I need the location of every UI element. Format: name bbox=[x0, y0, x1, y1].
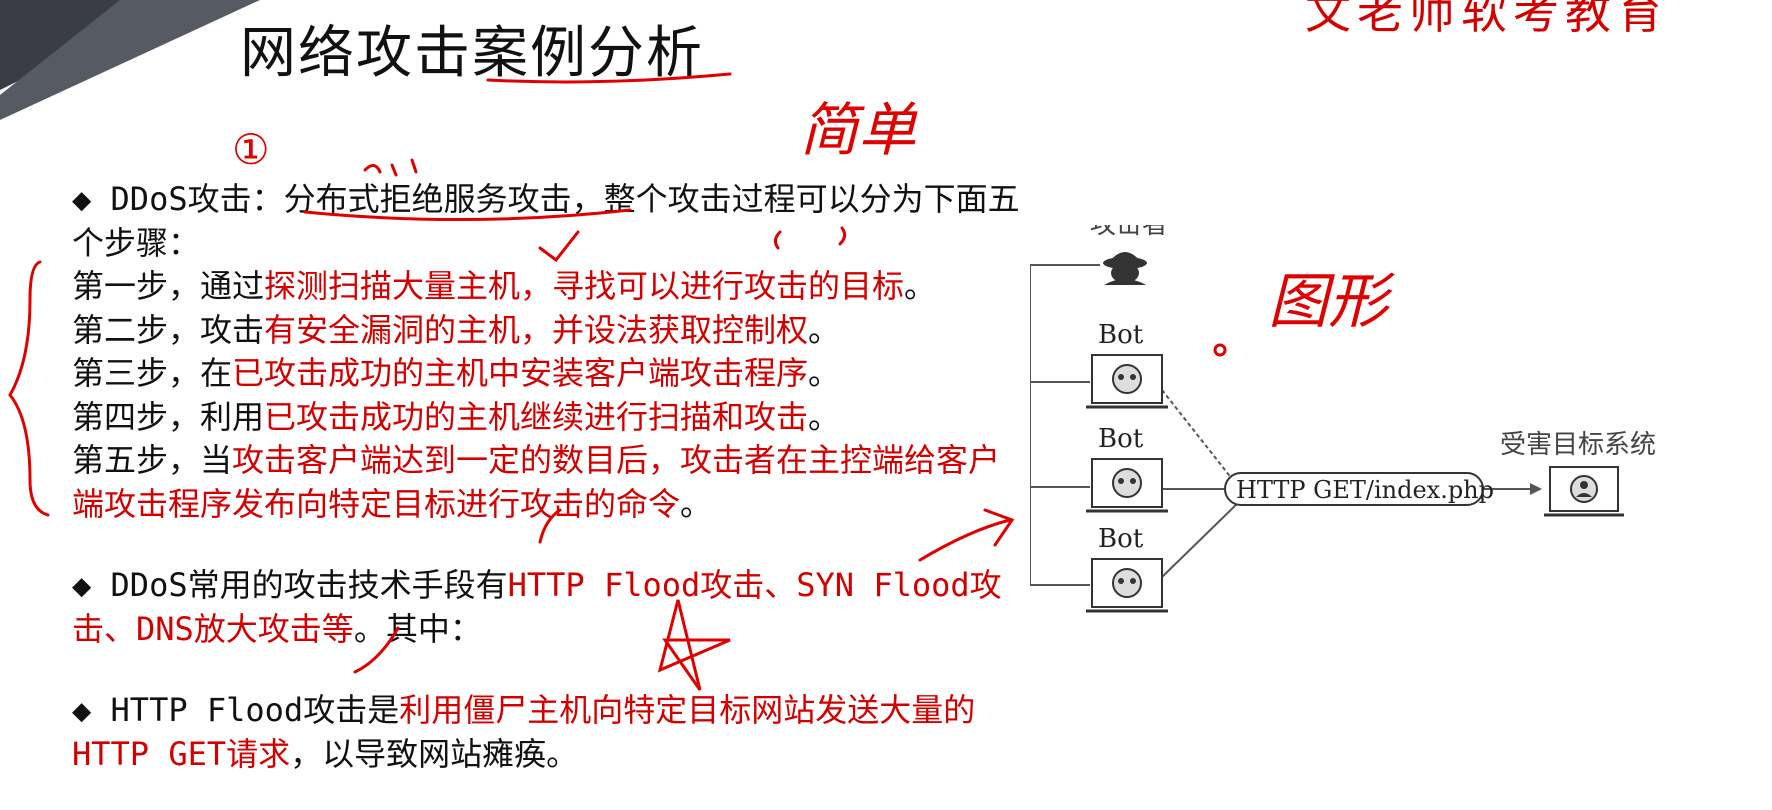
ddos-intro: ◆ DDoS攻击：分布式拒绝服务攻击，整个攻击过程可以分为下面五个步骤： bbox=[72, 180, 1020, 262]
request-pill bbox=[1224, 472, 1484, 506]
bot-computer-icon bbox=[1086, 458, 1168, 513]
page-title: 网络攻击案例分析 bbox=[240, 21, 704, 86]
lecture-content: ◆ DDoS攻击：分布式拒绝服务攻击，整个攻击过程可以分为下面五个步骤： 第一步… bbox=[72, 178, 1032, 776]
target-server-icon bbox=[1544, 466, 1624, 517]
attacker-icon bbox=[1103, 252, 1147, 285]
ddos-diagram: 攻击者 Bot Bot Bot HTTP GET/index.php 受害目标系… bbox=[1030, 225, 1656, 613]
steps-brace bbox=[8, 260, 50, 517]
http-flood-definition: ◆ HTTP Flood攻击是利用僵尸主机向特定目标网站发送大量的HTTP GE… bbox=[72, 691, 976, 773]
target-label: 受害目标系统 bbox=[1500, 430, 1656, 460]
ddos-term: 分布式拒绝服务攻击 bbox=[283, 180, 572, 218]
ddos-techniques: ◆ DDoS常用的攻击技术手段有HTTP Flood攻击、SYN Flood攻击… bbox=[72, 566, 1002, 648]
brand-watermark: 文老师软考教育 bbox=[1305, 0, 1669, 39]
step-1: 第一步，通过探测扫描大量主机，寻找可以进行攻击的目标。 bbox=[72, 267, 937, 305]
step-3: 第三步，在已攻击成功的主机中安装客户端攻击程序。 bbox=[72, 354, 841, 392]
bot-label: Bot bbox=[1098, 424, 1144, 454]
bot-label: Bot bbox=[1098, 524, 1144, 554]
request-label: HTTP GET/index.php bbox=[1236, 476, 1494, 504]
bot-computer-icon bbox=[1086, 558, 1168, 613]
bot-computer-icon bbox=[1086, 354, 1168, 409]
step-5: 第五步，当攻击客户端达到一定的数目后，攻击者在主控端给客户端攻击程序发布向特定目… bbox=[72, 441, 1001, 523]
tick-mark bbox=[363, 158, 418, 177]
simple-note: 简单 bbox=[800, 96, 918, 164]
bot-label: Bot bbox=[1098, 320, 1144, 350]
diagram-connectors bbox=[1030, 264, 1542, 586]
corner-decoration bbox=[0, 0, 260, 120]
circle-one-note: ① bbox=[232, 125, 270, 174]
step-4: 第四步，利用已攻击成功的主机继续进行扫描和攻击。 bbox=[72, 397, 841, 436]
attacker-label: 攻击者 bbox=[1090, 225, 1168, 240]
step-2: 第二步，攻击有安全漏洞的主机，并设法获取控制权。 bbox=[72, 310, 841, 349]
